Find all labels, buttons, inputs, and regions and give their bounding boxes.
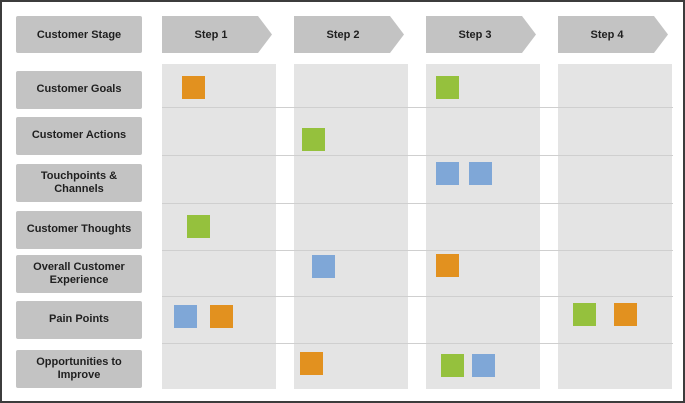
row-divider: [162, 155, 673, 156]
step-header-2: Step 2: [294, 16, 404, 53]
row-divider: [162, 296, 673, 297]
customer-stage-header: Customer Stage: [16, 16, 142, 53]
sticky-note-blue[interactable]: [174, 305, 197, 328]
sticky-note-orange[interactable]: [614, 303, 637, 326]
step-column-4: [558, 64, 672, 389]
sticky-note-blue[interactable]: [436, 162, 459, 185]
sticky-note-blue[interactable]: [469, 162, 492, 185]
sticky-note-orange[interactable]: [436, 254, 459, 277]
row-label-touchpoints-channels: Touchpoints & Channels: [16, 164, 142, 202]
row-label-opportunities-improve: Opportunities to Improve: [16, 350, 142, 388]
sticky-note-orange[interactable]: [210, 305, 233, 328]
step-column-2: [294, 64, 408, 389]
sticky-note-green[interactable]: [302, 128, 325, 151]
step-column-3: [426, 64, 540, 389]
row-label-overall-experience: Overall Customer Experience: [16, 255, 142, 293]
row-divider: [162, 203, 673, 204]
sticky-note-green[interactable]: [187, 215, 210, 238]
row-divider: [162, 343, 673, 344]
row-label-customer-thoughts: Customer Thoughts: [16, 211, 142, 249]
sticky-note-green[interactable]: [441, 354, 464, 377]
row-label-pain-points: Pain Points: [16, 301, 142, 339]
sticky-note-orange[interactable]: [300, 352, 323, 375]
step-header-1: Step 1: [162, 16, 272, 53]
row-label-customer-actions: Customer Actions: [16, 117, 142, 155]
sticky-note-blue[interactable]: [472, 354, 495, 377]
step-header-4: Step 4: [558, 16, 668, 53]
sticky-note-green[interactable]: [436, 76, 459, 99]
step-column-1: [162, 64, 276, 389]
row-label-customer-goals: Customer Goals: [16, 71, 142, 109]
sticky-note-orange[interactable]: [182, 76, 205, 99]
sticky-note-blue[interactable]: [312, 255, 335, 278]
step-header-3: Step 3: [426, 16, 536, 53]
row-divider: [162, 250, 673, 251]
row-divider: [162, 107, 673, 108]
sticky-note-green[interactable]: [573, 303, 596, 326]
